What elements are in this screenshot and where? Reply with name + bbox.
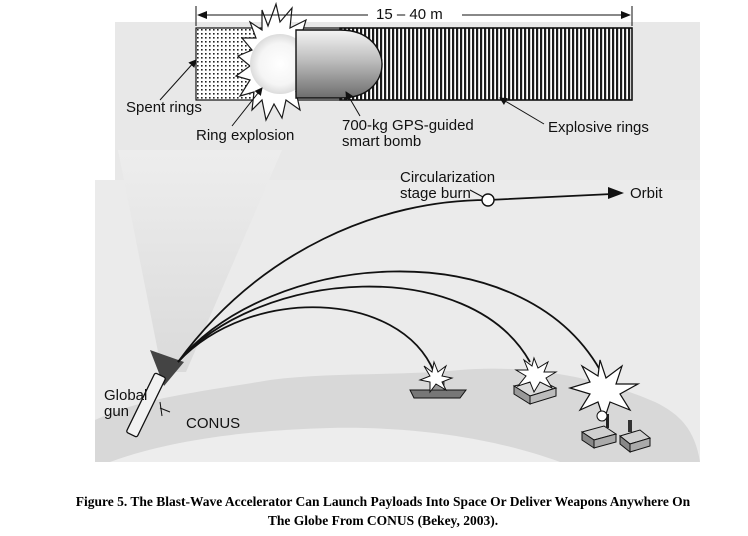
trajectories xyxy=(177,193,613,373)
trajectory-far xyxy=(177,270,601,371)
trajectory-near xyxy=(177,306,435,373)
explosive-rings-label: Explosive rings xyxy=(548,119,649,136)
target-installation xyxy=(567,359,652,454)
spent-rings-label: Spent rings xyxy=(126,99,202,116)
ring-explosion-label: Ring explosion xyxy=(196,127,295,144)
global-gun-label-line2: gun xyxy=(104,403,130,420)
target-bunker xyxy=(512,356,558,405)
dimension-line xyxy=(195,6,633,26)
circularization-label-line2: stage burn xyxy=(400,185,471,202)
trajectory-mid xyxy=(177,285,531,363)
caption-line2: The Globe From CONUS (Bekey, 2003). xyxy=(267,513,499,528)
figure-caption: Figure 5. The Blast-Wave Accelerator Can… xyxy=(30,492,736,530)
smart-bomb-label-line2: smart bomb xyxy=(342,133,422,150)
beam-arrow xyxy=(150,350,184,386)
projection-beam xyxy=(118,150,282,372)
circularization-label-line1: Circularization xyxy=(400,169,496,186)
orbit-arrowhead xyxy=(608,187,624,199)
target-ship xyxy=(409,360,467,399)
dimension-label: 15 – 40 m xyxy=(376,6,443,23)
smart-bomb xyxy=(295,29,383,99)
conus-label: CONUS xyxy=(186,415,241,432)
explosive-rings xyxy=(339,27,633,101)
leader-lines xyxy=(159,59,545,127)
trajectory-orbit xyxy=(177,193,613,363)
smart-bomb-label-line1: 700-kg GPS-guided xyxy=(342,117,474,134)
blast-wave-diagram xyxy=(95,1,700,462)
circularization-burn-point xyxy=(481,193,495,207)
orbit-label: Orbit xyxy=(630,185,663,202)
global-gun-label-line1: Global xyxy=(104,387,148,404)
global-gun xyxy=(126,372,171,438)
caption-line1: Figure 5. The Blast-Wave Accelerator Can… xyxy=(75,494,691,509)
